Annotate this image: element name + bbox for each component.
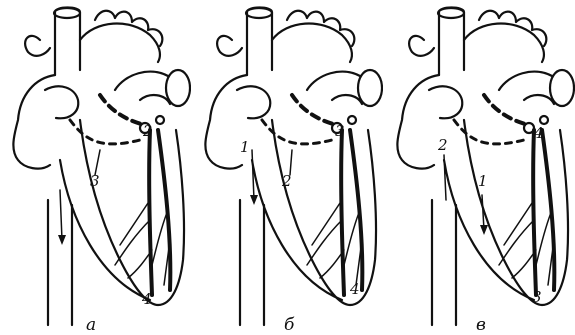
heart-diagram-panel-c: 1 2 3 4 в [384, 0, 575, 335]
inferior-vena-cava [240, 200, 264, 325]
vessel-opening [438, 8, 464, 18]
label-2: 2 [281, 172, 292, 190]
label-4: 4 [349, 280, 360, 298]
pulmonary-trunk [358, 70, 382, 106]
label-3: 3 [90, 172, 100, 190]
inferior-vena-cava [432, 200, 456, 325]
panel-caption: а [86, 315, 96, 335]
label-2: 2 [142, 122, 153, 140]
label-1: 1 [478, 172, 488, 190]
av-node [524, 123, 534, 133]
label-3: 3 [335, 122, 345, 140]
bundle-branch [149, 130, 152, 295]
bundle-branch [341, 130, 344, 295]
inferior-vena-cava [48, 200, 72, 325]
label-4: 4 [533, 124, 544, 142]
heart-diagram-panel-a: 2 3 4 а [0, 0, 191, 335]
vessel-opening [54, 8, 80, 18]
heart-diagram-panel-b: 1 2 3 4 б [192, 0, 383, 335]
label-3: 3 [532, 288, 542, 306]
pulmonary-trunk [550, 70, 574, 106]
label-2: 2 [437, 136, 448, 154]
panel-caption: б [284, 315, 295, 335]
label-4: 4 [141, 290, 152, 308]
pulmonary-trunk [166, 70, 190, 106]
panel-caption: в [476, 315, 486, 335]
vessel-opening [246, 8, 272, 18]
bundle-branch [533, 130, 536, 295]
label-1: 1 [240, 138, 250, 156]
